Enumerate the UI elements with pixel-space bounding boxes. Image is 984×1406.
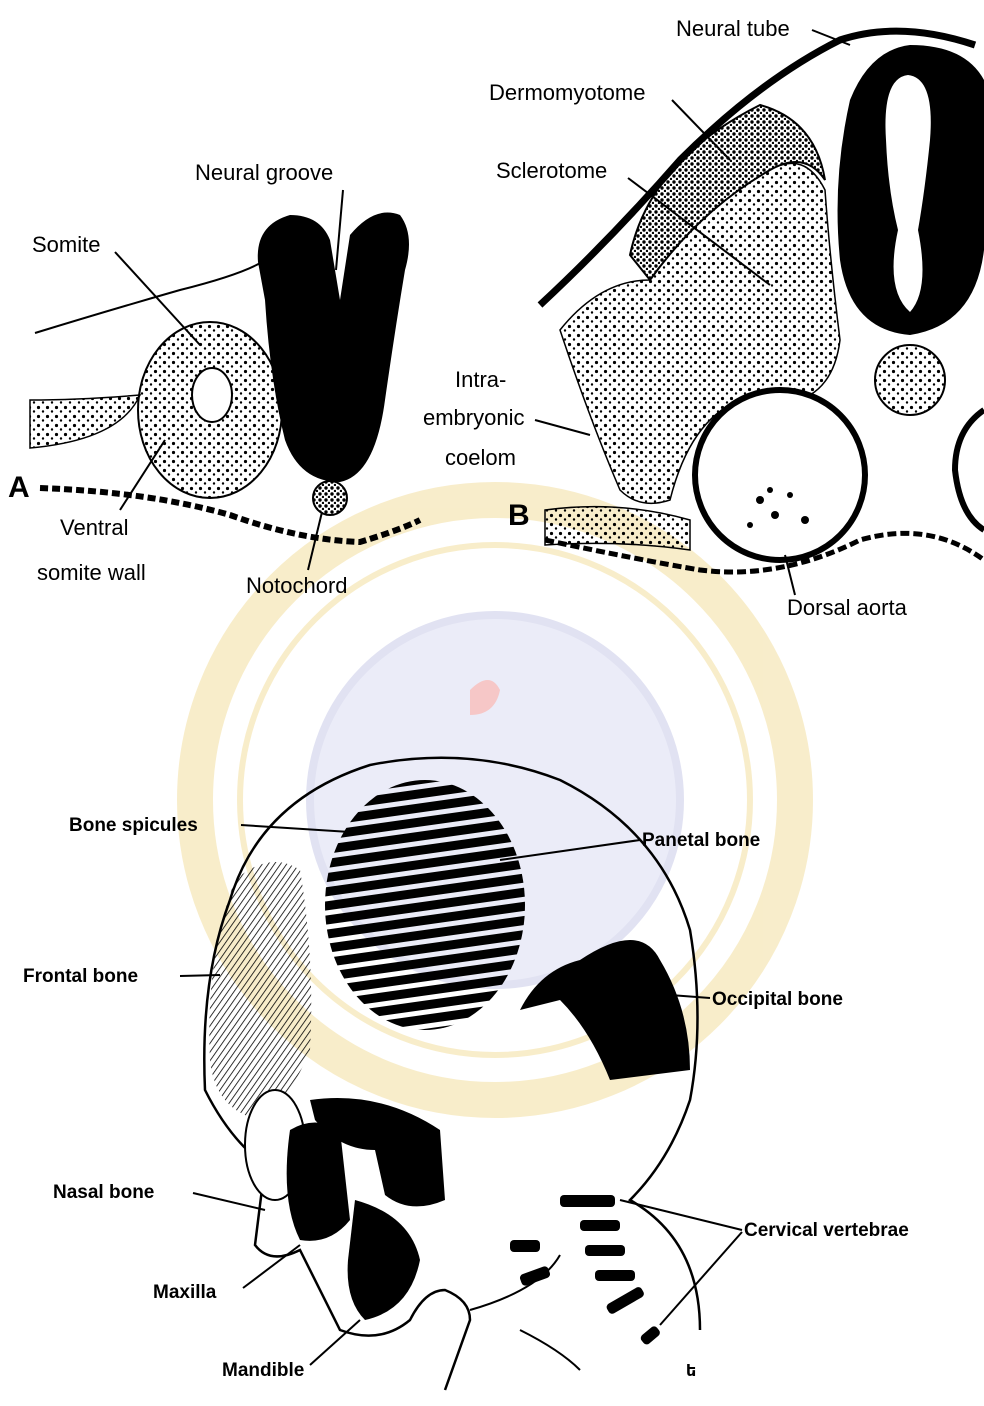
label-neural-tube: Neural tube [676,16,790,41]
leader-somite [115,252,200,345]
leader-mandible [310,1320,360,1365]
neural-tube [838,45,984,335]
label-ventral-wall-line2: somite wall [37,560,146,585]
cervical-vertebrae-shapes [510,1195,662,1346]
leader-frontal-bone [180,975,220,976]
leader-neural-groove [336,190,343,270]
splanchnic-layer [545,507,690,550]
label-nasal-bone: Nasal bone [53,1182,154,1203]
label-dermomyotome: Dermomyotome [489,80,645,105]
panel-b-letter: B [508,499,530,532]
notochord [313,481,347,515]
notochord-b [875,345,945,415]
label-frontal-bone: Frontal bone [23,966,138,987]
label-somite: Somite [32,232,100,257]
leader-nasal-bone [193,1193,265,1210]
lateral-mesoderm [30,395,140,448]
leader-maxilla [243,1245,300,1288]
label-sclerotome: Sclerotome [496,158,607,183]
label-cervical-vertebrae: Cervical vertebrae [744,1220,909,1241]
label-coelom-line3: coelom [445,445,516,470]
panel-a-letter: A [8,471,30,504]
label-ventral-wall-line1: Ventral [60,515,129,540]
label-maxilla: Maxilla [153,1282,217,1303]
label-bone-spicules: Bone spicules [69,815,198,836]
leader-cervical-vertebrae-1 [620,1200,742,1230]
label-notochord: Notochord [246,573,348,598]
neck-outline [470,1255,580,1370]
label-coelom-line2: embryonic [423,405,524,430]
ectoderm-layer [35,262,262,333]
panel-b: B Neural tube Dermomyotome Sclerotome In… [423,16,984,620]
label-small-mark: ե [686,1363,696,1380]
neural-fold [258,213,409,483]
label-occipital-bone: Occipital bone [712,989,843,1010]
leader-coelom [535,420,590,435]
label-coelom-line1: Intra- [455,367,506,392]
leader-cervical-vertebrae-2 [660,1232,742,1325]
mandible [348,1200,420,1320]
parietal-bone [325,780,525,1030]
label-mandible: Mandible [222,1360,304,1381]
dorsal-aorta-right [955,410,984,530]
label-parietal-bone: Panetal bone [642,830,760,851]
somite-cavity [192,368,232,422]
dorsal-aorta [695,390,865,560]
label-dorsal-aorta: Dorsal aorta [787,595,908,620]
label-neural-groove: Neural groove [195,160,333,185]
